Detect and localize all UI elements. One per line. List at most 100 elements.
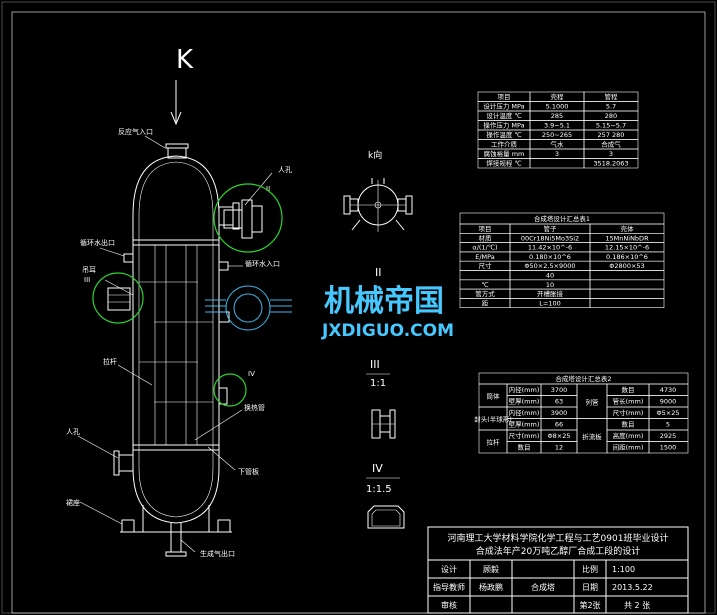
table-data-cell: 63: [555, 398, 563, 406]
watermark-cn: 机械帝国: [324, 284, 444, 319]
total-sheets: 共 2 张: [624, 601, 650, 610]
label-lug: 吊耳: [82, 266, 96, 274]
label-tie-rod: 拉杆: [103, 357, 117, 366]
table-data-cell: 5.1000: [546, 103, 569, 111]
table-data-cell: 数目: [622, 420, 635, 429]
table-data-cell: 2925: [660, 432, 677, 440]
table-data-cell: 11.42×10^-6: [528, 244, 572, 252]
table-cell-border: [583, 158, 639, 169]
sheet-label: 第2张: [579, 600, 600, 610]
table-cell-border: [589, 270, 665, 281]
table-data-cell: 3518.2063: [593, 160, 628, 168]
label-manhole-top: 人孔: [278, 166, 292, 174]
title-line-2: 合成法年产20万吨乙醇厂合成工段的设计: [476, 545, 640, 557]
detail-ii-content: [223, 199, 263, 239]
table-header-cell: 壳体: [621, 224, 635, 233]
label-skirt: 裙座: [66, 498, 80, 507]
table-data-cell: 距: [482, 299, 489, 307]
component-labels: 反应气入口 人孔 II 循环水出口 循环水入口 吊耳 III 拉杆 IV 换热管…: [66, 127, 292, 558]
table-data-cell: 腐蚀裕量 mm: [484, 149, 525, 158]
table-data-cell: 250~265: [542, 131, 572, 139]
label-heat-tube: 换热管: [244, 403, 265, 412]
table-data-cell: 工作介质: [491, 140, 518, 149]
table-group-label: 筒体: [487, 392, 501, 401]
detail-circle-ii: [213, 183, 283, 253]
table-cell-border: [589, 298, 665, 308]
table-cell-border: [648, 441, 689, 454]
table-header-cell: 管程: [605, 92, 619, 101]
table-data-cell: 0.180×10^6: [529, 253, 571, 261]
table-data-cell: 开槽胀接: [537, 289, 564, 298]
summary-table-2: 合成塔设计汇总表2筒体内径(mm)3700壁厚(mm)63封头(半球形)内径(m…: [474, 372, 689, 454]
table-data-cell: 壁厚(mm): [509, 397, 540, 406]
table-data-cell: 气水: [551, 140, 565, 149]
table-data-cell: 焊接规程 ℃: [486, 159, 521, 168]
table-header-cell: 项目: [498, 93, 511, 101]
label-product-outlet: 生成气出口: [200, 549, 235, 558]
table-cell-border: [589, 288, 665, 299]
table-data-cell: 3700: [551, 386, 568, 394]
detail-iii-numeral: III: [370, 358, 380, 371]
table-data-cell: 257 280: [598, 131, 625, 139]
title-block: 河南理工大学材料学院化学工程与工艺0901班毕业设计 合成法年产20万吨乙醇厂合…: [427, 526, 689, 614]
table-data-cell: 285: [551, 112, 563, 120]
table-data-cell: 3: [555, 150, 559, 158]
detail-view-iii: III 1:1: [366, 358, 396, 439]
table-header-cell: 管子: [544, 224, 558, 233]
advisor-name: 杨政鹏: [479, 582, 503, 592]
date-value: 2013.5.22: [612, 583, 653, 592]
table-header-cell: 项目: [479, 225, 492, 233]
table-data-cell: 管长(mm): [613, 397, 644, 406]
detail-iv-numeral: IV: [372, 462, 383, 475]
table-group-label: 封头(半球形): [474, 415, 512, 424]
table-data-cell: 280: [605, 112, 617, 120]
table-data-cell: 操作压力 MPa: [483, 121, 524, 130]
drawing-name: 合成塔: [531, 582, 555, 592]
table-data-cell: 尺寸: [479, 261, 493, 270]
table-data-cell: 4730: [660, 386, 677, 394]
table-cell-border: [529, 158, 585, 169]
table-data-cell: 3900: [551, 409, 568, 417]
table-data-cell: 0.186×10^6: [606, 253, 648, 261]
table-data-cell: Φ8×25: [548, 432, 571, 440]
detail-view-ii: II: [375, 266, 382, 279]
k-view-drawing: k向: [343, 149, 413, 232]
table-data-cell: 15MnNiNbDR: [605, 234, 649, 242]
detail-iii-content: [107, 287, 131, 311]
view-k-letter: K: [176, 45, 194, 75]
table-group-label: 列管: [586, 397, 600, 406]
table-data-cell: 数目: [622, 385, 635, 394]
table-data-cell: 尺寸(mm): [509, 431, 540, 440]
table-data-cell: Φ5×25: [657, 409, 680, 417]
detail-iv-scale: 1:1.5: [366, 484, 392, 495]
table-data-cell: Φ50×2.5×9000: [524, 262, 575, 270]
table-header-cell: 壳程: [551, 92, 565, 101]
table-group-label: 拉杆: [487, 438, 501, 447]
date-label: 日期: [582, 583, 598, 592]
label-mark-iii: III: [84, 276, 90, 284]
table-data-cell: 5.7: [606, 103, 616, 111]
leader-lines: [77, 135, 273, 553]
table-data-cell: 9000: [660, 398, 677, 406]
label-feed-gas-inlet: 反应气入口: [118, 127, 153, 136]
title-line-1: 河南理工大学材料学院化学工程与工艺0901班毕业设计: [448, 532, 669, 544]
table-data-cell: 内径(mm): [509, 408, 540, 417]
k-view-caption: k向: [368, 149, 382, 161]
summary1-title: 合成塔设计汇总表1: [534, 214, 590, 223]
table-data-cell: 操作温度 ℃: [486, 130, 521, 139]
label-mark-iv: IV: [248, 370, 255, 378]
table-data-cell: α/(1/℃): [472, 244, 497, 252]
table-cell-border: [459, 270, 511, 281]
table-data-cell: 12: [555, 444, 563, 452]
table-data-cell: 3.9~5.1: [544, 122, 570, 130]
table-data-cell: 5.15~5.7: [596, 122, 626, 130]
design-label: 设计: [441, 564, 457, 574]
table-data-cell: Φ2800×53: [609, 262, 644, 270]
label-lower-tubesheet: 下管板: [238, 467, 259, 476]
table-group-label: 折流板: [582, 432, 602, 441]
table-data-cell: 设计压力 MPa: [483, 102, 524, 111]
